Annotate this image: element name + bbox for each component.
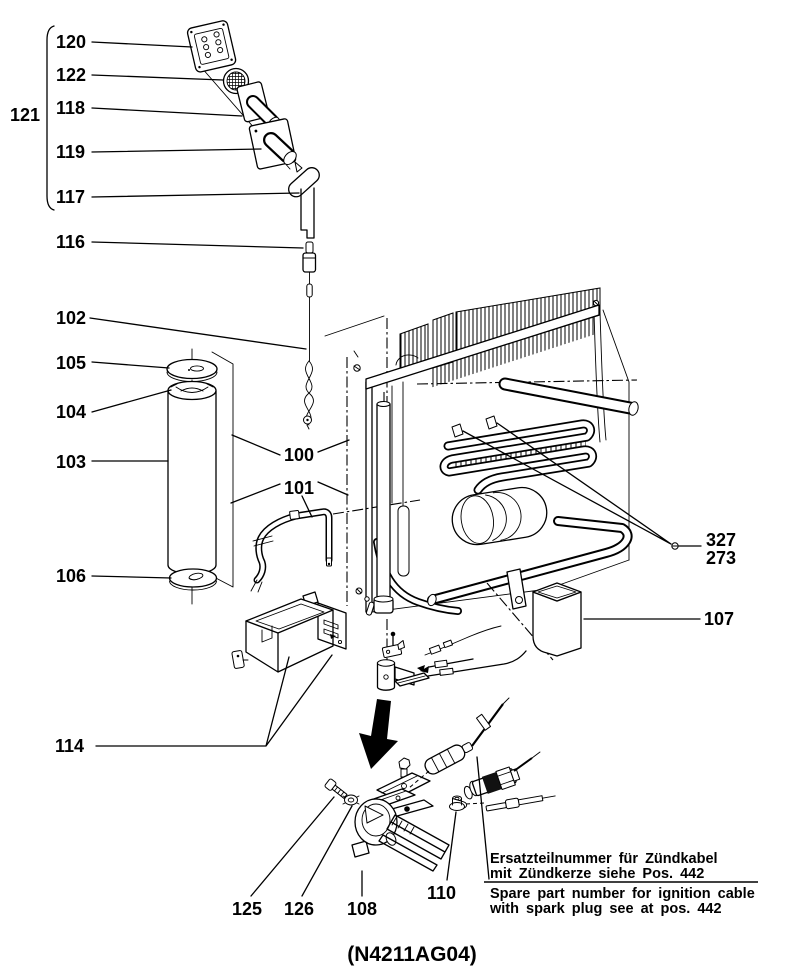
part-label-106: 106 xyxy=(56,566,86,586)
part-108-drawing xyxy=(351,788,450,872)
burner-exploded-drawing xyxy=(324,697,556,872)
burner-mount-drawing xyxy=(376,631,430,691)
part-117-drawing xyxy=(288,167,320,239)
note-de-line1: Ersatzteilnummer für Zündkabel xyxy=(490,851,718,867)
part-label-273: 273 xyxy=(706,548,736,568)
mounting-rail-drawing xyxy=(353,299,600,390)
part-label-105: 105 xyxy=(56,353,86,373)
part-label-103: 103 xyxy=(56,452,86,472)
part-105-drawing xyxy=(166,358,218,382)
part-label-102: 102 xyxy=(56,308,86,328)
part-label-125: 125 xyxy=(232,899,262,919)
hex-screw xyxy=(398,757,411,778)
housing-clip xyxy=(231,650,245,669)
part-label-101: 101 xyxy=(284,478,314,498)
note-en-line1: Spare part number for ignition cable xyxy=(490,886,755,902)
part-label-107: 107 xyxy=(704,609,734,629)
part-107-drawing xyxy=(532,582,582,657)
absorber-coils-drawing xyxy=(439,415,598,495)
part-102-drawing xyxy=(303,271,314,430)
down-arrow xyxy=(359,699,398,769)
part-114-drawing xyxy=(231,591,347,673)
part-101-drawing xyxy=(250,508,333,593)
thermocouple-drawing xyxy=(463,751,541,800)
part-label-119: 119 xyxy=(56,142,85,162)
part-120-drawing xyxy=(186,20,237,73)
bracket-121 xyxy=(46,25,55,211)
spark-plug-drawing xyxy=(408,697,510,789)
part-116-drawing xyxy=(302,241,317,273)
condenser-pipe-drawing xyxy=(498,377,639,416)
flue-washer xyxy=(364,596,370,602)
ignition-unit-assembly xyxy=(186,20,320,430)
part-label-100: 100 xyxy=(284,445,314,465)
part-126-drawing xyxy=(342,794,360,806)
note-en-line2: with spark plug see at pos. 442 xyxy=(489,901,722,917)
part-label-110: 110 xyxy=(427,883,456,903)
leader-lines xyxy=(46,25,702,897)
thermo-pocket xyxy=(397,505,410,577)
part-label-117: 117 xyxy=(56,187,85,207)
part-label-104: 104 xyxy=(56,402,86,422)
spare-part-note: Ersatzteilnummer für Zündkabel mit Zündk… xyxy=(484,851,758,917)
part-104-drawing xyxy=(167,380,217,401)
part-label-108: 108 xyxy=(347,899,377,919)
part-label-118: 118 xyxy=(56,98,85,118)
thermocouple-cables-drawing xyxy=(420,625,527,677)
flue-tube-drawing xyxy=(355,381,410,616)
part-119-drawing xyxy=(248,118,303,173)
part-labels: 120 122 121 118 119 117 116 102 105 104 … xyxy=(10,32,736,919)
mount-screw xyxy=(390,631,396,637)
part-103-drawing xyxy=(167,390,217,575)
flue-clip xyxy=(365,601,375,616)
electrode-probe-drawing xyxy=(465,795,556,812)
part-106-drawing xyxy=(168,568,218,591)
part-label-120: 120 xyxy=(56,32,86,52)
hanger-bracket-drawing xyxy=(506,568,527,610)
part-110-drawing xyxy=(449,795,468,811)
part-125-drawing xyxy=(324,778,348,799)
flue-baffle-assembly xyxy=(166,348,234,605)
figure-code: (N4211AG04) xyxy=(347,943,477,966)
part-label-126: 126 xyxy=(284,899,314,919)
note-de-line2: mit Zündkerze siehe Pos. 442 xyxy=(490,866,704,882)
part-label-122: 122 xyxy=(56,65,86,85)
boiler-drawing xyxy=(451,486,548,546)
cooling-unit-drawing xyxy=(353,287,639,615)
part-label-121: 121 xyxy=(10,105,40,125)
part-label-116: 116 xyxy=(56,232,85,252)
part-label-327: 327 xyxy=(706,530,736,550)
part-label-114: 114 xyxy=(55,736,84,756)
